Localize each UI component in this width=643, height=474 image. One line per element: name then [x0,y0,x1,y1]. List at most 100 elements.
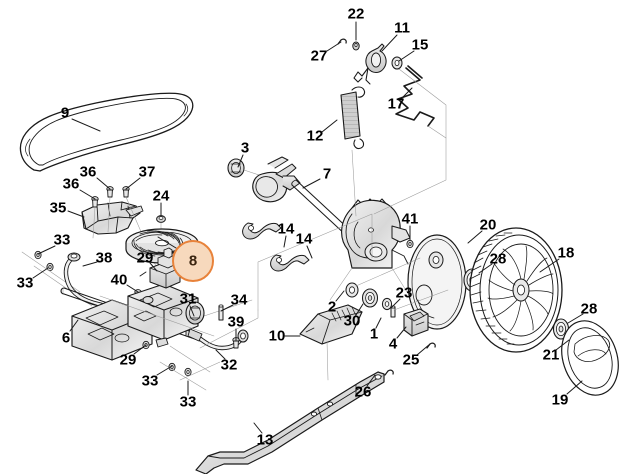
leader-line [125,177,141,190]
part-14-clip-b [270,254,310,272]
callout-label-3: 3 [240,139,250,157]
callout-label-31: 31 [179,290,197,308]
callout-label-36: 36 [62,175,80,193]
part-14-clip-a [242,222,282,240]
leader-line [321,119,338,133]
callout-label-10: 10 [268,327,286,345]
part-18-drive-wheel [469,227,563,353]
part-3-bushing [227,158,245,178]
leader-line [335,290,345,302]
callout-label-11: 11 [394,19,410,37]
callout-label-12: 12 [306,127,324,145]
callout-label-41: 41 [401,210,419,228]
part-10-foot-plate [299,304,363,345]
callout-label-34: 34 [230,291,248,309]
leader-line [355,303,364,316]
leader-line [71,118,101,132]
leader-line [149,262,158,272]
callout-label-18: 18 [557,244,575,262]
leader-line [220,304,234,312]
part-11-lever [353,43,387,85]
leader-line [237,154,244,168]
callout-label-29: 29 [136,249,154,267]
part-7-handle-rod [252,156,353,238]
part-23-washer [381,297,393,311]
callout-label-27: 27 [310,47,328,65]
leader-line [555,339,570,351]
leader-line [566,380,583,395]
part-34-pin [218,304,224,321]
callout-label-33: 33 [141,372,159,390]
callout-label-20: 20 [479,216,497,234]
part-29-fastener-b [142,337,169,350]
callout-label-14: 14 [277,220,295,238]
part-22-pin [352,41,360,51]
part-24-nut [156,215,166,223]
callout-label-21: 21 [542,346,560,364]
part-4-hub-adapter [403,308,429,337]
callout-label-15: 15 [411,36,429,54]
part-9-drive-belt [19,92,194,172]
leader-line [567,313,584,324]
part-2-washer [345,282,359,298]
leader-line [133,344,147,355]
callout-label-9: 9 [60,104,70,122]
leader-line [306,245,313,259]
leader-line [253,422,263,434]
callout-label-2: 2 [327,298,337,316]
callout-label-24: 24 [152,187,170,205]
callout-label-33: 33 [53,231,71,249]
callout-label-14: 14 [295,230,313,248]
callout-label-19: 19 [551,391,569,409]
leader-line [326,41,342,52]
callout-label-39: 39 [227,313,245,331]
callout-label-40: 40 [110,271,128,289]
leader-line [69,319,79,332]
callout-label-33: 33 [179,393,197,411]
part-35-belt-guide-bracket [81,201,144,235]
callout-label-37: 37 [138,163,156,181]
leader-line [366,374,376,387]
callout-label-28: 28 [580,300,598,318]
callout-label-38: 38 [95,249,113,267]
callout-label-32: 32 [220,356,238,374]
leader-line [156,365,173,376]
leader-line [381,34,398,52]
leader-line [126,284,139,293]
leader-line [79,189,96,200]
callout-label-26: 26 [354,383,372,401]
callout-label-6: 6 [61,329,71,347]
leader-line [467,230,483,244]
part-17-wire-rod [395,65,435,127]
callout-label-4: 4 [388,335,398,353]
part-6-hydrostatic-transmission [60,247,201,361]
callout-label-22: 22 [347,5,365,23]
leader-line [96,177,111,190]
leader-line [302,178,321,189]
callout-label-30: 30 [343,312,361,330]
part-30-bearing [361,288,379,308]
part-26-clip [384,369,394,376]
callout-label-7: 7 [322,165,332,183]
callout-label-1: 1 [369,325,379,343]
leader-line [32,267,49,279]
highlight-circle-part-8[interactable] [172,240,214,282]
callout-label-36: 36 [79,163,97,181]
leader-line [390,298,401,309]
part-13-support-arm [195,371,385,474]
leader-line [539,258,560,273]
leader-line [82,261,98,267]
callout-label-35: 35 [49,199,67,217]
leader-line [375,317,382,329]
callout-label-8: 8 [188,252,198,270]
callout-label-29: 29 [119,351,137,369]
leader-line [157,236,177,249]
leader-line [283,235,287,248]
callout-label-23: 23 [395,284,413,302]
callout-label-33: 33 [16,274,34,292]
callout-label-13: 13 [256,431,274,449]
part-12-spring [340,86,366,149]
part-15-washer [391,56,403,70]
